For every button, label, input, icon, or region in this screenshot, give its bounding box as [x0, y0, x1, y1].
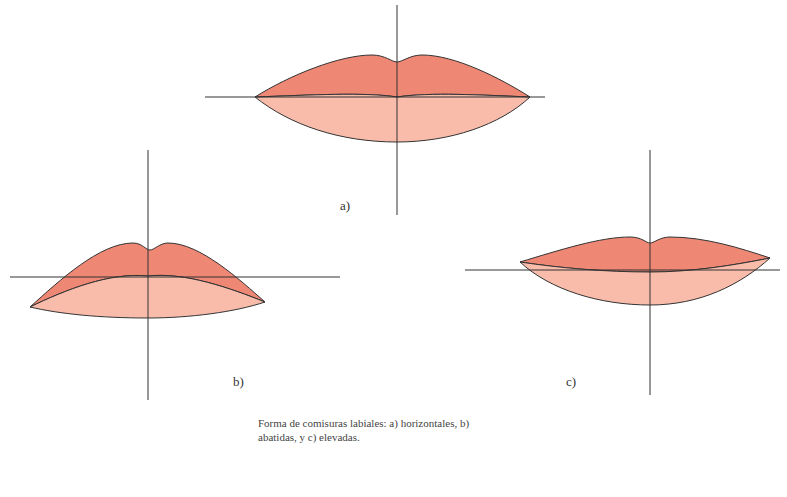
figure-caption: Forma de comisuras labiales: a) horizont… [258, 416, 493, 444]
figure-letter: c) [566, 374, 576, 390]
lips-elevated [465, 150, 780, 395]
figure-letter: b) [233, 374, 244, 390]
lips-horizontal [205, 5, 545, 215]
figure-letter: a) [340, 198, 350, 214]
lips-descending [10, 150, 340, 400]
